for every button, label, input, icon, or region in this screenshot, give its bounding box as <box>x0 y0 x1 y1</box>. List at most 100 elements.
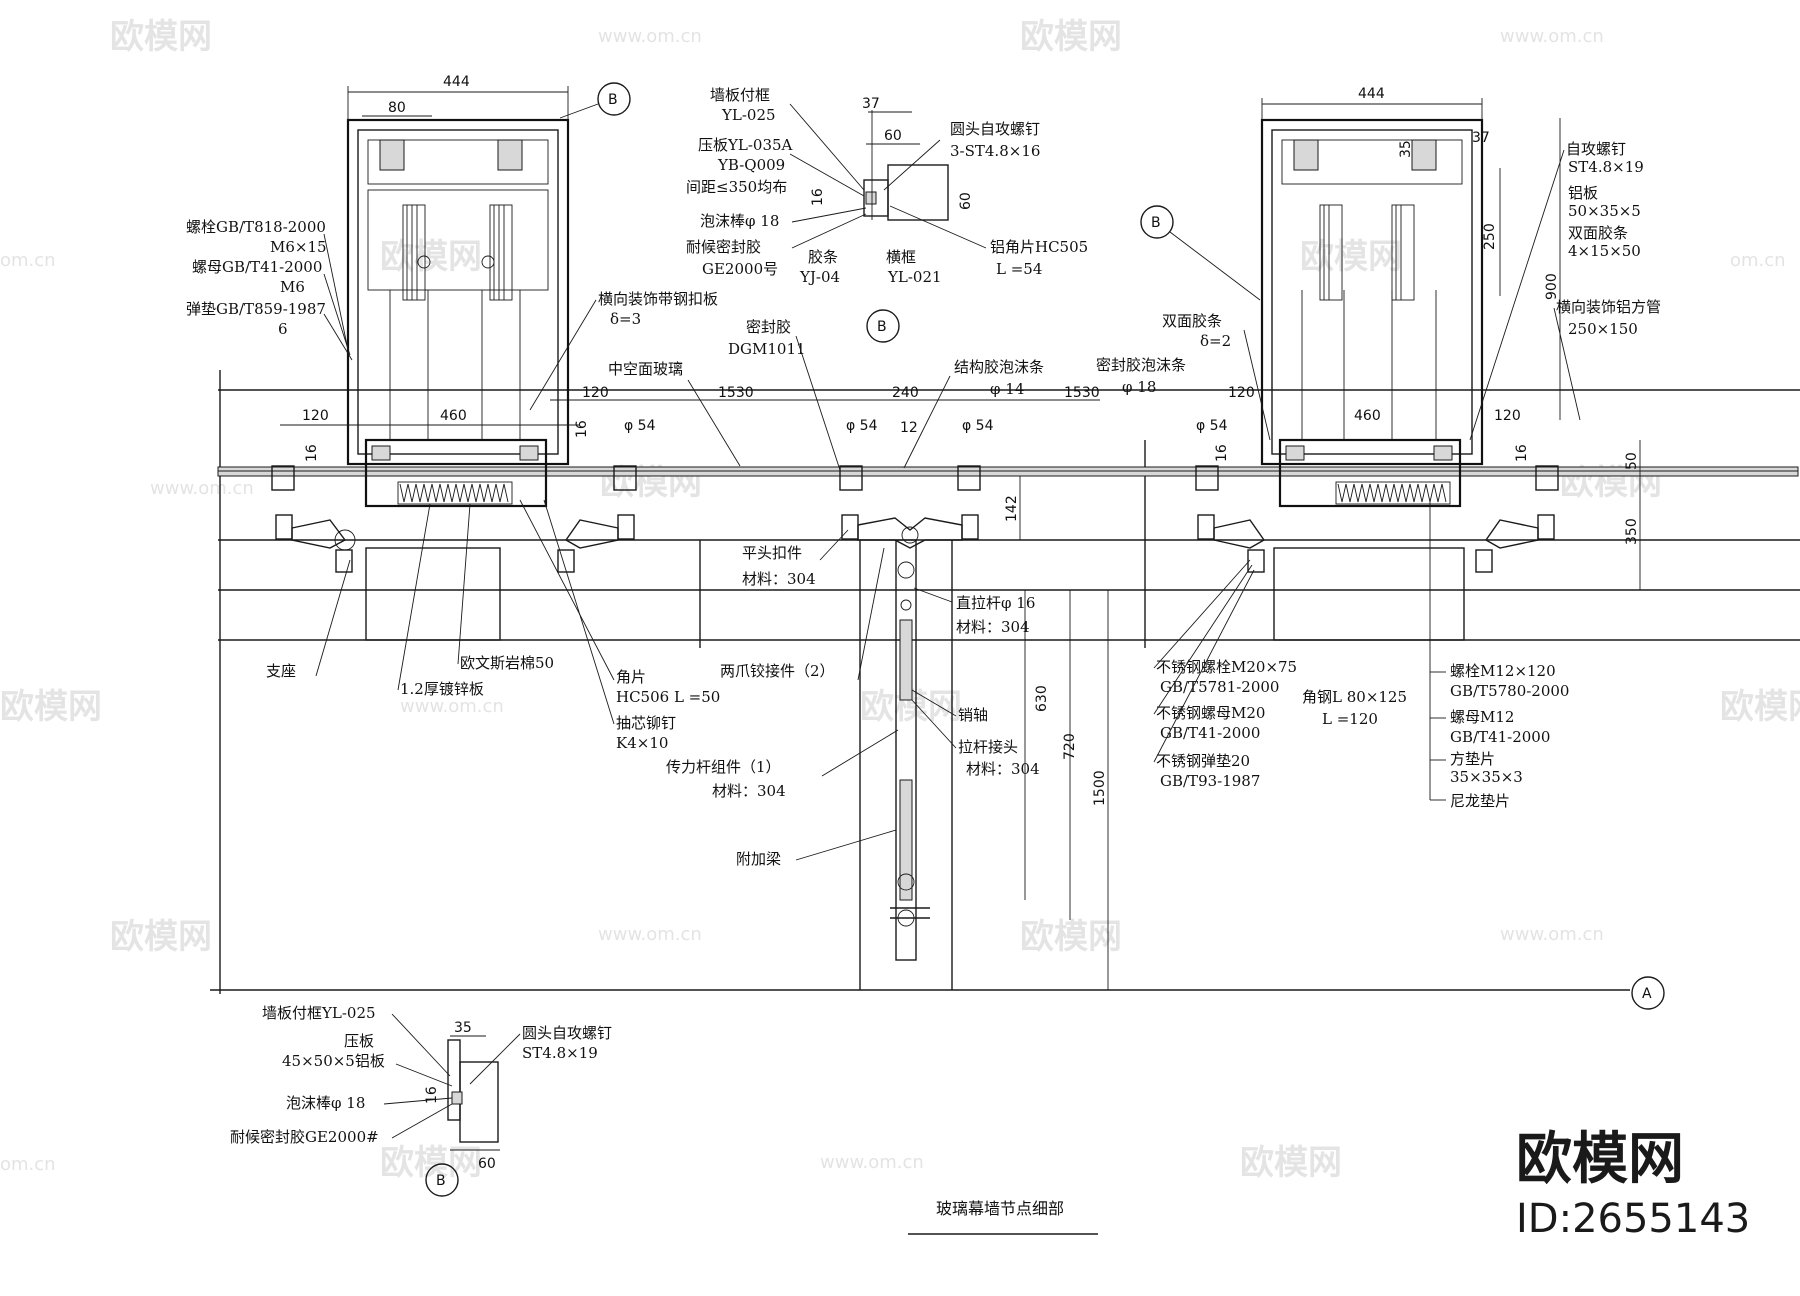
label-extra-beam: 附加梁 <box>736 850 781 868</box>
label-bolt: 螺栓GB/T818-2000 <box>186 218 326 236</box>
dim-60-top: 60 <box>884 128 902 144</box>
drawing-title-block: 玻璃幕墙节点细部 <box>908 1199 1098 1235</box>
label-b-foam-rod: 泡沫棒φ 18 <box>286 1094 365 1112</box>
watermark-logo: 欧模网 <box>1020 17 1122 57</box>
label-screw: 圆头自攻螺钉 <box>950 120 1040 138</box>
label-r-deco-tube-size: 250×150 <box>1568 320 1638 338</box>
label-tie-rod-mat: 材料：304 <box>956 618 1030 636</box>
label-r-screw: 自攻螺钉 <box>1566 140 1626 158</box>
dim-16-c: 16 <box>1214 444 1230 462</box>
label-r-screw-code: ST4.8×19 <box>1568 158 1644 176</box>
label-b-screw-code: ST4.8×19 <box>522 1044 598 1062</box>
label-frame2: 横框 <box>886 248 916 266</box>
dim-16-top: 16 <box>810 188 826 206</box>
label-flat-cap-mat: 材料：304 <box>742 570 816 588</box>
dim-16-a: 16 <box>304 444 320 462</box>
watermark-url: www.om.cn <box>598 924 702 945</box>
label-ss-nut-std: GB/T41-2000 <box>1160 724 1260 742</box>
label-weather-seal: 耐候密封胶 <box>686 238 761 256</box>
dim-120-c: 120 <box>1228 385 1255 401</box>
labels-left: 螺栓GB/T818-2000 M6×15 螺母GB/T41-2000 M6 弹垫… <box>186 218 1186 868</box>
label-nut-m12-std: GB/T41-2000 <box>1450 728 1550 746</box>
label-sealant-code: DGM1011 <box>728 340 806 358</box>
label-force-rod: 传力杆组件（1） <box>666 758 781 776</box>
label-r-alu-plate: 铝板 <box>1568 184 1598 202</box>
label-two-claw: 两爪铰接件（2） <box>720 662 835 680</box>
watermark-url: www.om.cn <box>598 26 702 47</box>
dim-720: 720 <box>1062 733 1078 760</box>
left-mullion <box>346 118 570 641</box>
label-rod-joint: 拉杆接头 <box>958 738 1018 756</box>
brand-logo: 欧模网 <box>1516 1127 1684 1192</box>
label-frame-code: YL-025 <box>721 106 776 124</box>
dim-16-b: 16 <box>574 420 590 438</box>
label-b-press-size: 45×50×5铝板 <box>282 1052 385 1070</box>
axis-label-a: A <box>1642 986 1652 1002</box>
label-r-tape2: 双面胶条 <box>1162 312 1222 330</box>
axis-label-b2: B <box>1151 215 1161 231</box>
dim-460-left: 460 <box>440 408 467 424</box>
label-deco-plate-t: δ=3 <box>610 310 641 328</box>
label-r-tape2-t: δ=2 <box>1200 332 1231 350</box>
label-sealant: 密封胶 <box>746 318 791 336</box>
label-r-tape: 双面胶条 <box>1568 224 1628 242</box>
dim-120-a: 120 <box>302 408 329 424</box>
label-weather-seal-code: GE2000号 <box>702 260 778 278</box>
label-flat-cap: 平头扣件 <box>742 544 802 562</box>
dim-12: 12 <box>900 420 918 436</box>
dimensions: 444 80 444 35 37 250 900 120 460 120 16 … <box>280 74 1641 990</box>
label-ss-nut: 不锈钢螺母M20 <box>1156 704 1265 722</box>
dim-1530-a: 1530 <box>718 385 754 401</box>
label-nylon: 尼龙垫片 <box>1450 792 1510 810</box>
label-rod-joint-mat: 材料：304 <box>966 760 1040 778</box>
dim-37-right: 37 <box>1472 130 1490 146</box>
label-r-deco-tube: 横向装饰铝方管 <box>1556 298 1661 316</box>
watermark-logo: 欧模网 <box>0 687 102 727</box>
label-ss-washer-std: GB/T93-1987 <box>1160 772 1260 790</box>
dim-1530-b: 1530 <box>1064 385 1100 401</box>
label-screw-code: 3-ST4.8×16 <box>950 142 1040 160</box>
watermark-url: www.om.cn <box>820 1152 924 1173</box>
label-angle: 角片 <box>616 668 646 686</box>
watermark-logo: 欧模网 <box>1300 237 1402 277</box>
detail-top: 37 60 16 60 墙板付框 YL-025 压板YL-035A YB-Q00… <box>686 86 1088 286</box>
label-alu-angle-l: L =54 <box>996 260 1042 278</box>
dim-142: 142 <box>1004 495 1020 522</box>
label-seal-foam: 密封胶泡沫条 <box>1096 356 1186 374</box>
label-angle-code: HC506 L =50 <box>616 688 720 706</box>
label-bolt-m12: 螺栓M12×120 <box>1450 662 1556 680</box>
dim-444-right: 444 <box>1358 86 1385 102</box>
label-b-screw: 圆头自攻螺钉 <box>522 1024 612 1042</box>
dim-120-d: 120 <box>1494 408 1521 424</box>
axis-label-b4: B <box>436 1173 446 1189</box>
watermark-url: www.om.cn <box>1500 924 1604 945</box>
dim-1500: 1500 <box>1092 770 1108 806</box>
label-nut: 螺母GB/T41-2000 <box>192 258 322 276</box>
label-rivet-size: K4×10 <box>616 734 668 752</box>
label-angle-steel-l: L =120 <box>1322 710 1378 728</box>
watermark-logo: 欧模网 <box>1240 1143 1342 1183</box>
label-pin: 销轴 <box>958 706 988 724</box>
brand-block: 欧模网 ID:2655143 <box>1516 1127 1750 1242</box>
dim-16-bot: 16 <box>424 1086 440 1104</box>
watermark-logo: 欧模网 <box>1720 687 1800 727</box>
right-mullion <box>1260 118 1484 641</box>
watermark-url: www.om.cn <box>150 478 254 499</box>
dim-54-d: φ 54 <box>1196 418 1228 434</box>
label-tie-rod: 直拉杆φ 16 <box>956 594 1035 612</box>
watermark-short: om.cn <box>1730 250 1786 271</box>
label-r-alu-plate-size: 50×35×5 <box>1568 202 1641 220</box>
spider-left <box>271 465 356 573</box>
watermark-url: www.om.cn <box>1500 26 1604 47</box>
dim-60-v: 60 <box>958 192 974 210</box>
axis-label-b1: B <box>608 92 618 108</box>
spider-mid-right <box>1195 465 1266 573</box>
label-nut-m12: 螺母M12 <box>1450 708 1514 726</box>
dim-460-right: 460 <box>1354 408 1381 424</box>
dim-35-bot: 35 <box>454 1020 472 1036</box>
label-washer: 弹垫GB/T859-1987 <box>186 300 326 318</box>
label-galv-plate: 1.2厚镀锌板 <box>400 680 484 698</box>
label-hollow-glass: 中空面玻璃 <box>608 360 683 378</box>
spider-center <box>839 465 981 549</box>
